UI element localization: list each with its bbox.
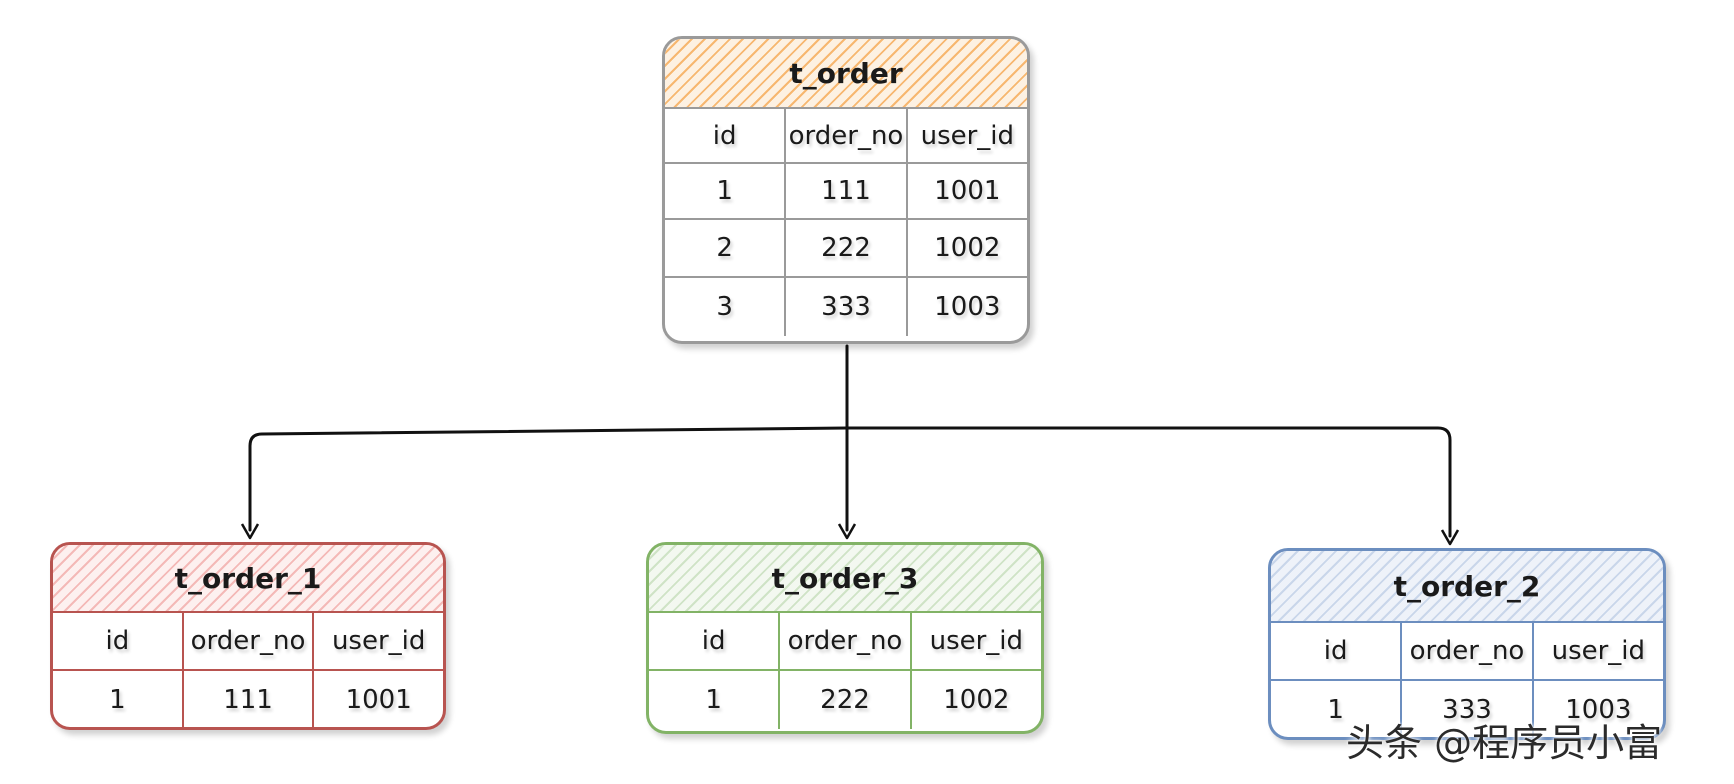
table-cell: 1 xyxy=(1271,681,1403,737)
table-cell: 222 xyxy=(780,671,912,729)
table-cell: 1 xyxy=(665,164,787,218)
column-header: order_no xyxy=(780,613,912,669)
table-header-row: id order_no user_id xyxy=(53,613,443,671)
table-cell: 1 xyxy=(649,671,781,729)
table-header-row: id order_no user_id xyxy=(1271,623,1663,681)
table-t-order-1: t_order_1 id order_no user_id 1 111 1001 xyxy=(50,542,446,730)
table-row: 1 111 1001 xyxy=(665,164,1027,220)
column-header: order_no xyxy=(786,109,908,162)
table-cell: 111 xyxy=(184,671,315,727)
table-cell: 3 xyxy=(665,278,787,336)
table-row: 1 111 1001 xyxy=(53,671,443,727)
arrowhead-t-order-1 xyxy=(240,523,260,540)
table-t-order-3: t_order_3 id order_no user_id 1 222 1002 xyxy=(646,542,1044,734)
column-header: id xyxy=(1271,623,1403,679)
table-header-row: id order_no user_id xyxy=(649,613,1041,671)
table-row: 3 333 1003 xyxy=(665,278,1027,336)
table-title: t_order xyxy=(665,39,1027,109)
table-row: 2 222 1002 xyxy=(665,220,1027,278)
table-cell: 1003 xyxy=(1565,695,1632,725)
table-row: 1 222 1002 xyxy=(649,671,1041,729)
column-header: id xyxy=(649,613,781,669)
table-cell: 333 xyxy=(1402,681,1534,737)
table-cell: 222 xyxy=(786,220,908,276)
table-cell: 111 xyxy=(786,164,908,218)
arrowhead-t-order-3 xyxy=(837,523,857,540)
table-cell: 1001 xyxy=(345,685,412,715)
table-title: t_order_2 xyxy=(1271,551,1663,623)
table-row: 1 333 1003 xyxy=(1271,681,1663,737)
table-t-order: t_order id order_no user_id 1 111 1001 2… xyxy=(662,36,1030,344)
arrowhead-t-order-2 xyxy=(1440,529,1460,546)
column-header: order_no xyxy=(184,613,315,669)
column-header: id xyxy=(53,613,184,669)
column-header: user_id xyxy=(929,626,1024,656)
connector-to-t-order-1 xyxy=(248,426,849,532)
table-cell: 1002 xyxy=(934,233,1001,263)
table-title: t_order_1 xyxy=(53,545,443,613)
table-cell: 1 xyxy=(53,671,184,727)
watermark: 头条 @程序员小富 xyxy=(1346,721,1663,765)
column-header: user_id xyxy=(920,120,1015,151)
table-cell: 333 xyxy=(786,278,908,336)
table-cell: 1001 xyxy=(934,176,1001,206)
column-header: id xyxy=(665,109,787,162)
column-header: order_no xyxy=(1402,623,1534,679)
column-header: user_id xyxy=(1551,636,1646,666)
connector-to-t-order-2 xyxy=(845,426,1452,538)
table-t-order-2: t_order_2 id order_no user_id 1 333 1003 xyxy=(1268,548,1666,740)
table-header-row: id order_no user_id xyxy=(665,109,1027,164)
table-title: t_order_3 xyxy=(649,545,1041,613)
table-cell: 1003 xyxy=(934,292,1001,322)
column-header: user_id xyxy=(331,626,426,656)
table-cell: 2 xyxy=(665,220,787,276)
table-cell: 1002 xyxy=(943,685,1010,715)
